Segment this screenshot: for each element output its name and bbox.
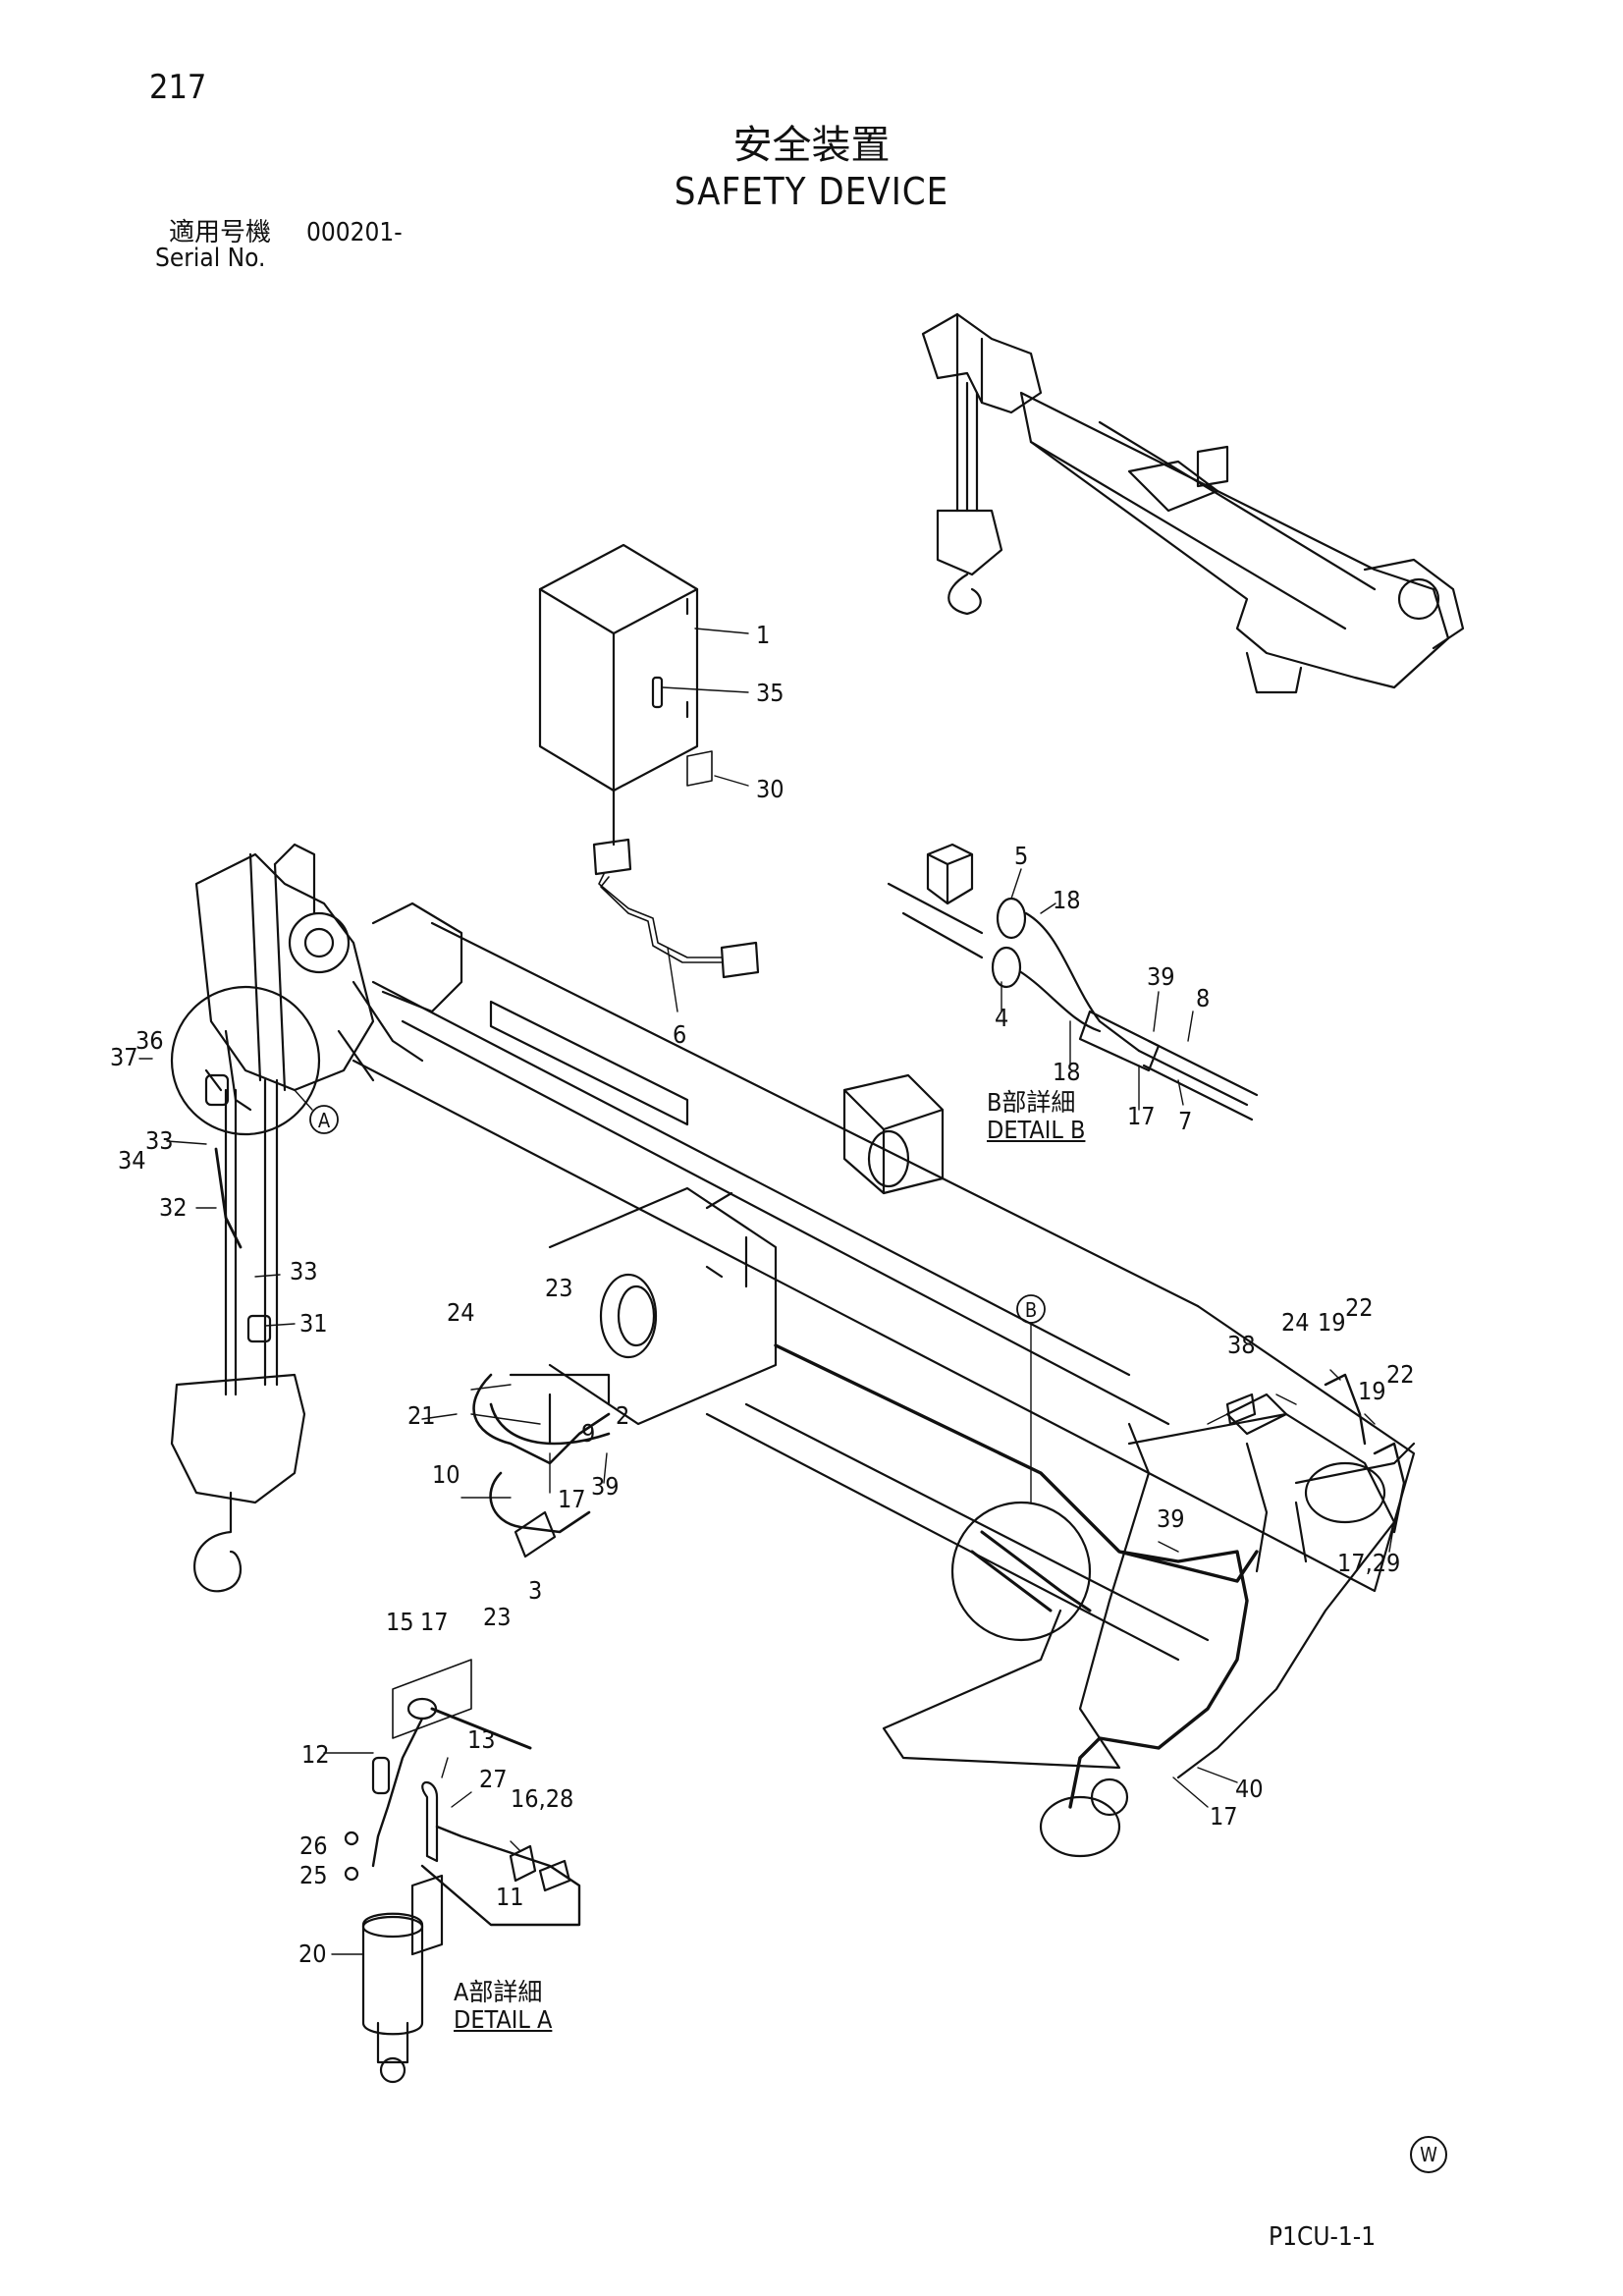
callout-20: 20 <box>298 1940 327 1968</box>
callout-17-detail-a: 17 <box>420 1608 449 1636</box>
callout-19-top: 19 <box>1318 1308 1346 1337</box>
callout-13: 13 <box>467 1725 496 1754</box>
callout-25: 25 <box>299 1861 328 1889</box>
callout-21: 21 <box>407 1401 436 1430</box>
callout-33-top: 33 <box>145 1126 174 1155</box>
callout-39-mid: 39 <box>591 1472 620 1501</box>
callout-4: 4 <box>995 1004 1008 1032</box>
callout-22-top: 22 <box>1345 1293 1374 1322</box>
callout-18-bottom: 18 <box>1053 1058 1081 1086</box>
callout-17-b: 17 <box>1127 1102 1156 1130</box>
overview-crane-drawing <box>921 312 1465 694</box>
callout-35: 35 <box>756 679 784 707</box>
callout-26: 26 <box>299 1831 328 1860</box>
detail-a-label-japanese: A部詳細 <box>454 1978 543 2006</box>
callout-32: 32 <box>159 1193 188 1222</box>
callout-17-mid: 17 <box>558 1485 586 1513</box>
callout-19-bottom: 19 <box>1358 1377 1386 1405</box>
callout-39-right: 39 <box>1157 1504 1185 1533</box>
callout-leaders <box>138 628 1395 1955</box>
detail-a-marker-label: A <box>318 1109 331 1132</box>
document-code: P1CU-1-1 <box>1269 2222 1377 2252</box>
detail-b-marker-label: B <box>1025 1298 1037 1322</box>
serial-value: 000201- <box>306 218 403 247</box>
main-crane-drawing <box>170 843 1416 1858</box>
callout-1: 1 <box>756 621 770 649</box>
callout-22-bottom: 22 <box>1386 1360 1415 1389</box>
page-number: 217 <box>149 68 207 107</box>
callout-36: 36 <box>135 1026 164 1055</box>
page-title-japanese: 安全装置 <box>732 123 891 168</box>
detail-a-drawing <box>344 1659 581 2084</box>
callout-12: 12 <box>301 1740 330 1769</box>
serial-label-japanese: 適用号機 <box>169 218 272 247</box>
serial-label-english: Serial No. <box>155 244 266 273</box>
callout-2: 2 <box>616 1401 629 1430</box>
detail-b-drawing <box>887 843 1259 1121</box>
callout-27: 27 <box>479 1765 508 1793</box>
callout-15: 15 <box>386 1608 414 1636</box>
w-mark-badge: W <box>1410 2136 1447 2173</box>
callout-24-left: 24 <box>447 1298 475 1327</box>
detail-markers: A B <box>294 1089 1046 1503</box>
callout-23-top: 23 <box>545 1274 573 1302</box>
callout-8: 8 <box>1196 984 1210 1012</box>
callout-40: 40 <box>1235 1775 1264 1803</box>
callout-6: 6 <box>673 1020 686 1049</box>
callout-3: 3 <box>528 1576 542 1605</box>
callout-33-bottom: 33 <box>290 1257 318 1285</box>
detail-a-label-english: DETAIL A <box>454 2005 553 2034</box>
callout-11: 11 <box>496 1883 524 1911</box>
callout-24-right: 24 <box>1281 1308 1310 1337</box>
page-title-english: SAFETY DEVICE <box>674 170 949 213</box>
callout-16-28: 16,28 <box>511 1784 573 1813</box>
callout-23-bottom: 23 <box>483 1603 512 1631</box>
callout-37: 37 <box>110 1043 138 1071</box>
detail-a-marker-circle <box>309 1105 339 1134</box>
callout-31: 31 <box>299 1309 328 1338</box>
callout-5: 5 <box>1014 842 1028 870</box>
detail-b-label-english: DETAIL B <box>987 1116 1086 1144</box>
callout-numbers: 1 35 30 6 5 18 39 8 4 18 17 7 37 36 33 3… <box>110 621 1415 1968</box>
callout-30: 30 <box>756 775 784 803</box>
control-box-drawing <box>538 543 760 979</box>
callout-17-bottom: 17 <box>1210 1802 1238 1831</box>
callout-10: 10 <box>432 1460 460 1489</box>
detail-b-label-japanese: B部詳細 <box>987 1088 1076 1117</box>
callout-17-29: 17,29 <box>1337 1549 1400 1577</box>
callout-39-b: 39 <box>1147 962 1175 991</box>
callout-34: 34 <box>118 1146 146 1175</box>
callout-9: 9 <box>581 1419 595 1448</box>
callout-38: 38 <box>1227 1331 1256 1359</box>
callout-18-top: 18 <box>1053 886 1081 914</box>
callout-7: 7 <box>1178 1107 1192 1135</box>
